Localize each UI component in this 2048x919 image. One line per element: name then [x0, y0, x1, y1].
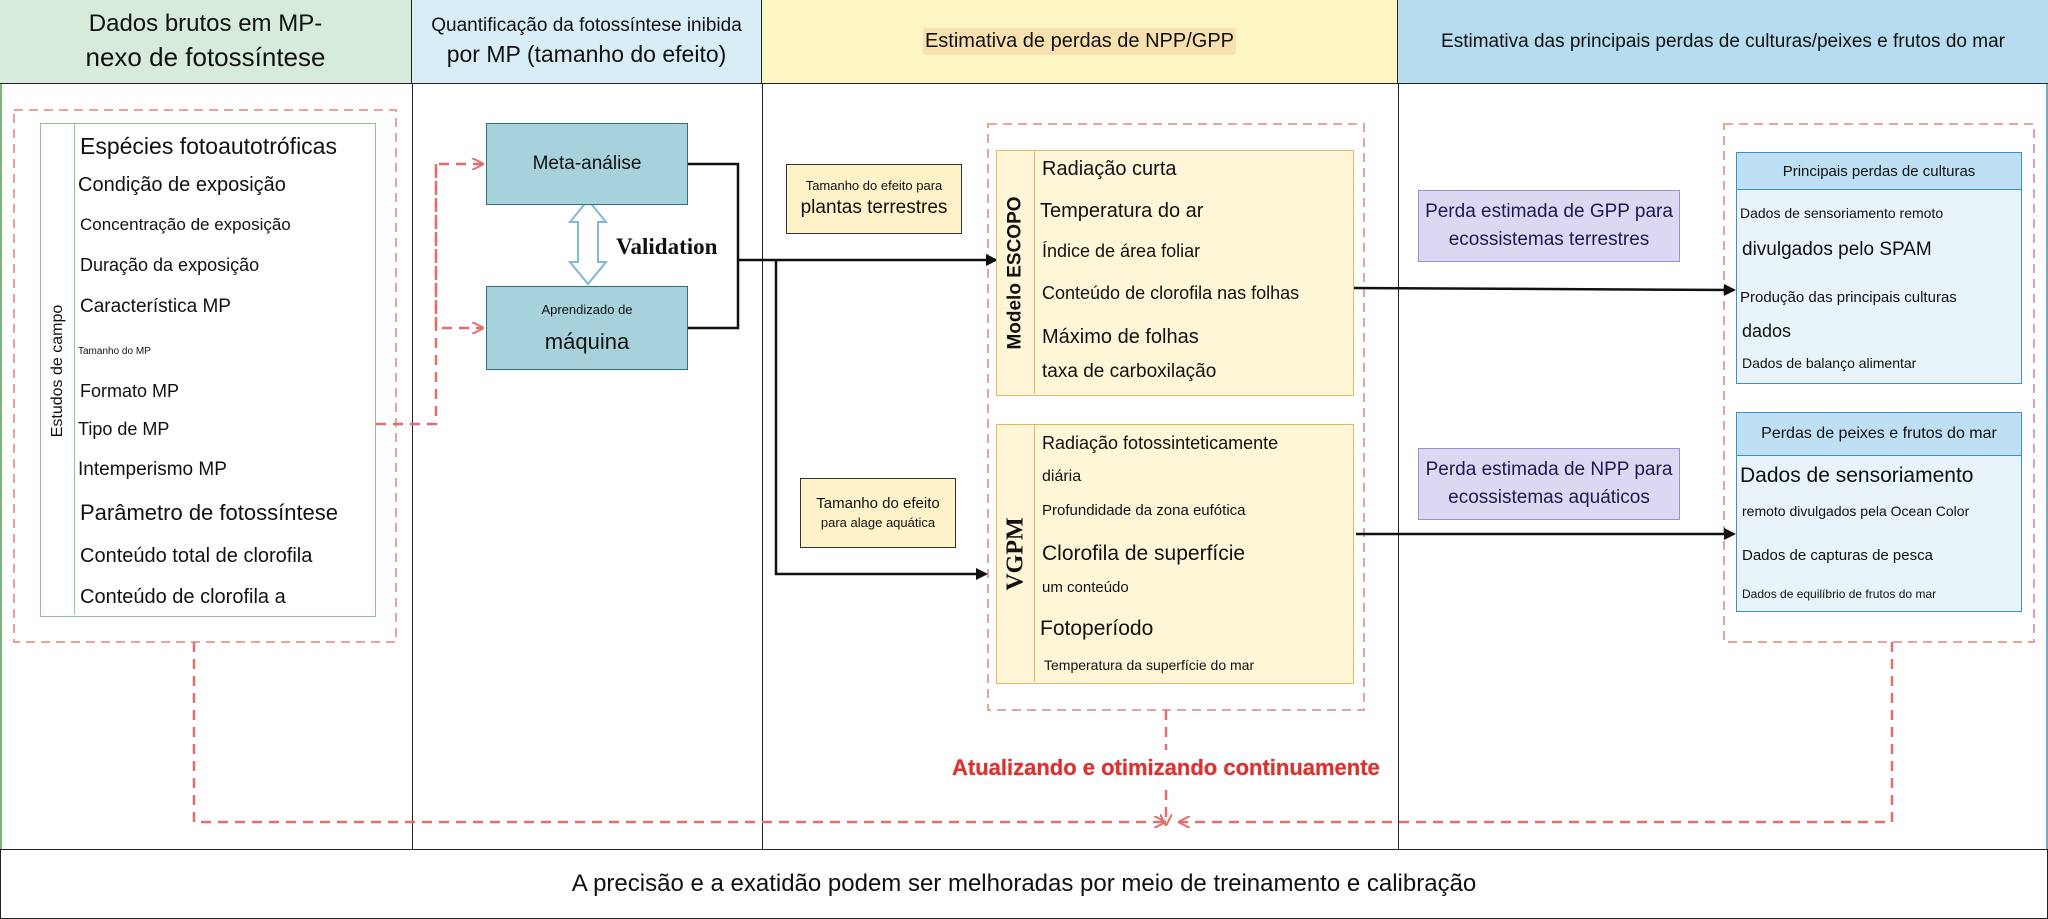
machine-learning-box: Aprendizado de máquina	[486, 286, 688, 370]
field-item-total-chlorophyll: Conteúdo total de clorofila	[80, 545, 313, 567]
field-studies-box: Estudos de campo	[40, 123, 376, 617]
scope-to-crops-arrow	[1353, 283, 1736, 296]
gpp-loss-box: Perda estimada de GPP para ecossistemas …	[1418, 190, 1680, 262]
fish-loss-box: Perdas de peixes e frutos do mar	[1736, 412, 2022, 612]
header-quantification-line2: por MP (tamanho do efeito)	[446, 40, 727, 67]
field-item-species: Espécies fotoautotróficas	[80, 133, 337, 159]
field-studies-vertical-label: Estudos de campo	[49, 304, 66, 438]
crops-loss-box: Principais perdas de culturas	[1736, 152, 2022, 384]
meta-analysis-label: Meta-análise	[532, 153, 642, 174]
scope-item-shortwave: Radiação curta	[1042, 158, 1177, 180]
vgpm-model-vertical-label: VGPM	[1002, 517, 1028, 591]
effect-size-aquatic-line2: para alage aquática	[820, 515, 936, 531]
scope-item-leaf-maximum: Máximo de folhas	[1042, 326, 1199, 348]
field-studies-label-bar: Estudos de campo	[41, 124, 75, 615]
field-item-exposure-concentration: Concentração de exposição	[80, 215, 291, 234]
effect-size-terrestrial-tag: Tamanho do efeito para plantas terrestre…	[786, 164, 962, 234]
column-separator-3	[1398, 84, 1399, 849]
crops-loss-title-text: Principais perdas de culturas	[1782, 162, 1976, 180]
crops-item-remote-sensing: Dados de sensoriamento remoto	[1740, 205, 1944, 221]
scope-item-carboxylation-rate: taxa de carboxilação	[1042, 361, 1217, 382]
vgpm-item-par: Radiação fotossinteticamente	[1042, 433, 1279, 453]
scope-item-leaf-chlorophyll: Conteúdo de clorofila nas folhas	[1042, 283, 1300, 303]
effect-size-terrestrial-line2: plantas terrestres	[800, 196, 948, 218]
fish-item-remote-sensing: Dados de sensoriamento	[1740, 464, 1974, 487]
fish-item-fishing-catch: Dados de capturas de pesca	[1742, 547, 1933, 564]
field-to-ml-connector	[434, 164, 482, 328]
to-vgpm-arrow	[774, 260, 988, 580]
methods-merge-connector	[688, 162, 740, 330]
validation-label: Validation	[616, 234, 718, 259]
scope-item-air-temperature: Temperatura do ar	[1040, 200, 1204, 222]
right-frame-line	[2046, 84, 2048, 849]
fish-loss-title: Perdas de peixes e frutos do mar	[1737, 413, 2021, 456]
machine-learning-label-line2: máquina	[544, 328, 630, 354]
losses-dashed-frame	[1723, 123, 2035, 643]
crops-item-food-balance: Dados de balanço alimentar	[1742, 355, 1917, 371]
vgpm-item-surface-chlorophyll: Clorofila de superfície	[1042, 542, 1246, 565]
npp-loss-line1: Perda estimada de NPP para	[1425, 458, 1673, 480]
footer-text: A precisão e a exatidão podem ser melhor…	[571, 870, 1477, 897]
vgpm-model-label-bar: VGPM	[997, 425, 1035, 682]
header-raw-data-line2: nexo de fotossíntese	[85, 42, 326, 73]
effect-size-aquatic-line1: Tamanho do efeito	[816, 495, 940, 513]
header-crops-fish-text: Estimativa das principais perdas de cult…	[1441, 30, 2005, 52]
scope-item-leaf-area-index: Índice de área foliar	[1042, 241, 1201, 261]
crops-item-spam: divulgados pelo SPAM	[1742, 239, 1932, 260]
footer-bar: A precisão e a exatidão podem ser melhor…	[0, 849, 2048, 919]
field-studies-dashed-frame	[13, 109, 397, 643]
fish-item-ocean-color: remoto divulgados pela Ocean Color	[1742, 503, 1970, 519]
field-item-photosynthesis-parameter: Parâmetro de fotossíntese	[80, 500, 339, 525]
field-to-methods-connector	[376, 164, 482, 426]
meta-analysis-box: Meta-análise	[486, 123, 688, 205]
vgpm-item-euphotic-depth: Profundidade da zona eufótica	[1042, 502, 1246, 519]
vgpm-item-sea-surface-temperature: Temperatura da superfície do mar	[1044, 657, 1255, 673]
models-dashed-frame	[987, 123, 1365, 711]
gpp-loss-line2: ecossistemas terrestres	[1448, 229, 1650, 250]
field-item-mp-shape: Formato MP	[80, 381, 180, 401]
header-npp-gpp-text: Estimativa de perdas de NPP/GPP	[922, 28, 1237, 55]
vgpm-item-photoperiod: Fotoperíodo	[1040, 617, 1154, 640]
header-quantification: Quantificação da fotossíntese inibida po…	[412, 0, 762, 84]
crops-item-data: dados	[1742, 321, 1792, 341]
header-raw-data-line1: Dados brutos em MP-	[88, 9, 323, 37]
crops-loss-title: Principais perdas de culturas	[1737, 153, 2021, 190]
npp-loss-line2: ecossistemas aquáticos	[1448, 487, 1650, 508]
npp-loss-box: Perda estimada de NPP para ecossistemas …	[1418, 448, 1680, 520]
vgpm-model-box: VGPM	[996, 424, 1354, 684]
fish-loss-title-text: Perdas de peixes e frutos do mar	[1761, 425, 1997, 442]
continuous-update-label: Atualizando e otimizando continuamente	[952, 755, 1380, 780]
feedback-right-connector	[1180, 642, 1894, 822]
column-separator-1	[412, 84, 413, 849]
gpp-loss-line1: Perda estimada de GPP para	[1425, 200, 1673, 222]
scope-model-box: Modelo ESCOPO	[996, 150, 1354, 396]
crops-item-production: Produção das principais culturas	[1740, 289, 1957, 306]
field-item-mp-characteristic: Característica MP	[80, 296, 231, 317]
machine-learning-label-line1: Aprendizado de	[541, 301, 633, 317]
field-item-mp-size: Tamanho do MP	[78, 346, 151, 357]
effect-size-terrestrial-line1: Tamanho do efeito para	[805, 177, 943, 193]
header-raw-data: Dados brutos em MP- nexo de fotossíntese	[0, 0, 412, 84]
vgpm-item-content: um conteúdo	[1042, 579, 1129, 596]
effect-size-aquatic-tag: Tamanho do efeito para alage aquática	[800, 478, 956, 548]
header-npp-gpp: Estimativa de perdas de NPP/GPP	[762, 0, 1398, 84]
header-quantification-line1: Quantificação da fotossíntese inibida	[431, 15, 742, 37]
feedback-left-connector	[192, 642, 1164, 822]
validation-double-arrow	[567, 198, 609, 286]
scope-model-vertical-label: Modelo ESCOPO	[1004, 196, 1026, 350]
field-item-mp-weathering: Intemperismo MP	[78, 459, 227, 480]
left-frame-line	[0, 84, 2, 849]
field-item-exposure-duration: Duração da exposição	[80, 255, 260, 275]
column-separator-2	[762, 84, 763, 849]
field-item-chlorophyll-a: Conteúdo de clorofila a	[80, 586, 286, 608]
field-item-exposure-condition: Condição de exposição	[78, 174, 286, 196]
scope-model-label-bar: Modelo ESCOPO	[997, 151, 1035, 394]
field-item-mp-type: Tipo de MP	[78, 419, 170, 439]
vgpm-item-daily: diária	[1042, 468, 1082, 485]
header-crops-fish: Estimativa das principais perdas de cult…	[1398, 0, 2048, 84]
fish-item-seafood-balance: Dados de equilíbrio de frutos do mar	[1742, 587, 1937, 601]
